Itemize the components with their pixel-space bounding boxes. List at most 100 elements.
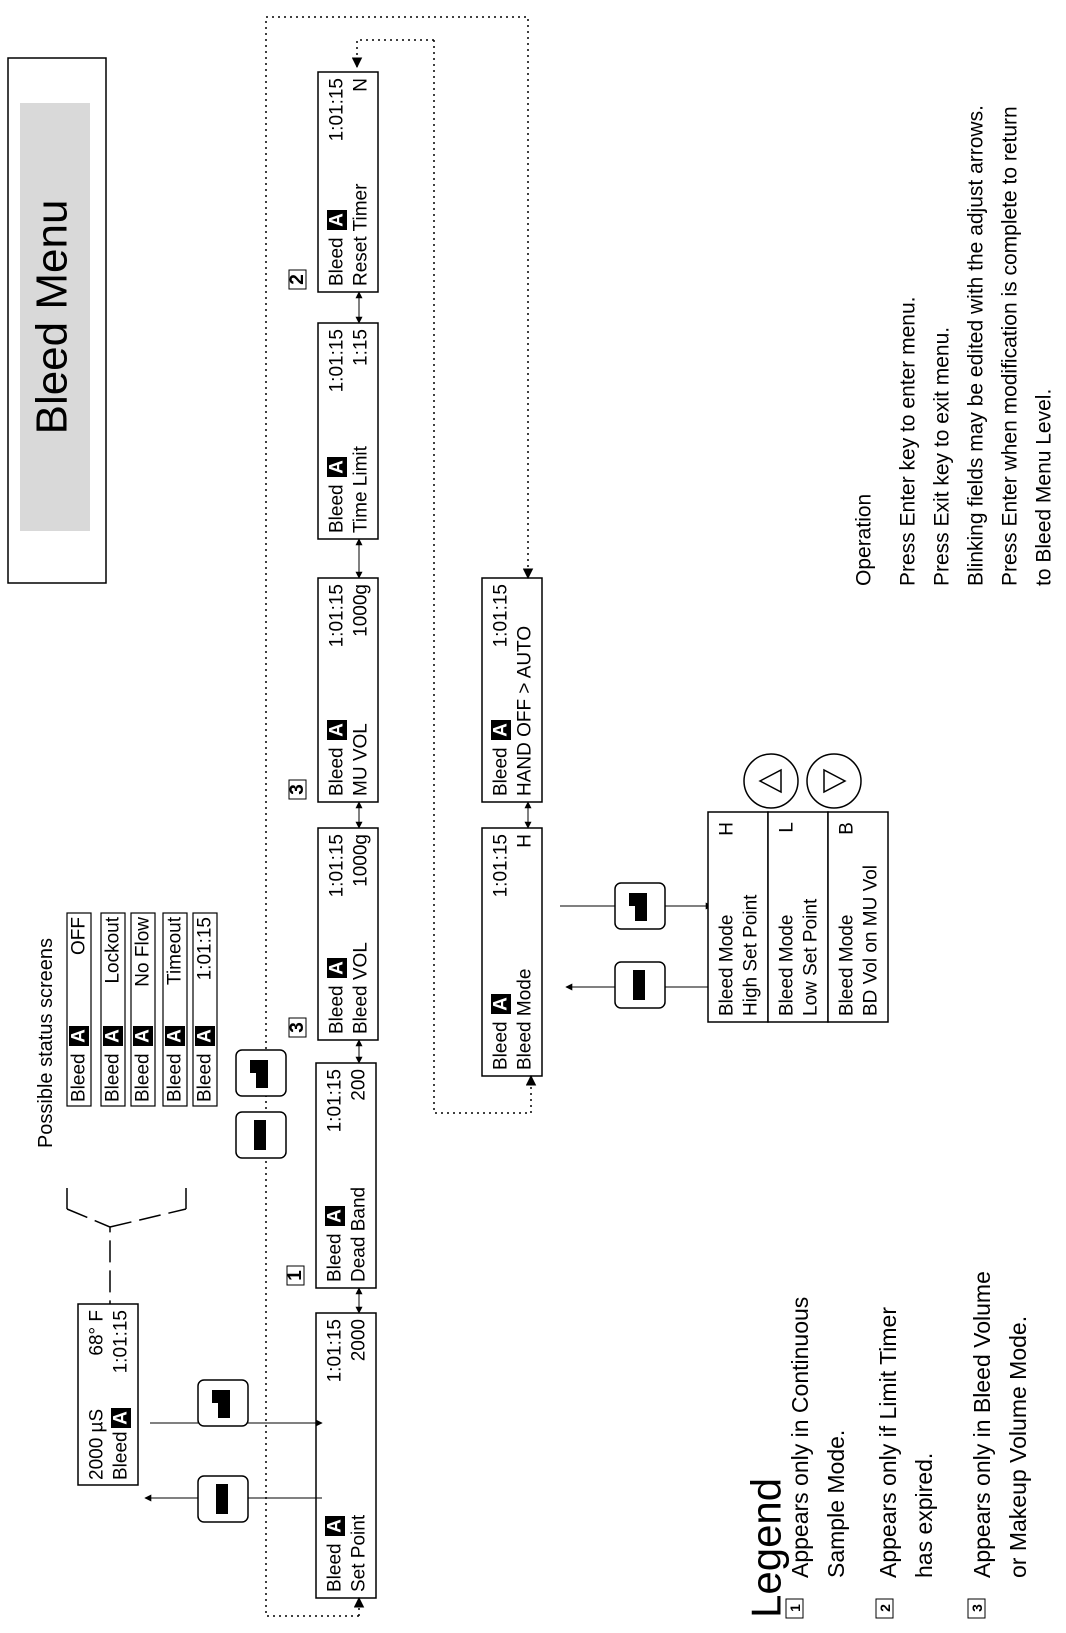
time-readout: 1:01:15 — [327, 329, 348, 392]
channel-badge: A — [491, 994, 512, 1014]
time-readout: 1:01:15 — [327, 834, 348, 897]
time-readout: 1:01:15 — [327, 584, 348, 647]
operation-line-4: Press Enter when modification is complet… — [999, 106, 1022, 586]
time-readout: 1:01:15 — [325, 1319, 346, 1382]
status-bracket — [66, 1188, 187, 1345]
parameter-name: Time Limit — [351, 445, 372, 533]
parameter-name: Bleed Mode — [515, 969, 536, 1070]
screen-label: Bleed — [325, 1543, 346, 1592]
mode-option-code: H — [717, 822, 738, 836]
parameter-name: Reset Timer — [351, 183, 372, 286]
screen-label: Bleed — [491, 1021, 512, 1070]
right-arrow-key-icon[interactable] — [806, 753, 862, 809]
operation-line-2: Press Exit key to exit menu. — [931, 327, 954, 586]
legend-marker: 1 — [787, 1604, 803, 1612]
status-label: Bleed — [69, 1053, 90, 1102]
parameter-value: 1000g — [351, 834, 372, 887]
channel-letter: A — [195, 1029, 216, 1043]
marker-number: 1 — [285, 1270, 306, 1281]
marker-number: 2 — [287, 274, 308, 285]
left-arrow-key-icon[interactable] — [743, 753, 799, 809]
legend-text: or Makeup Volume Mode. — [1005, 1316, 1031, 1578]
channel-badge: A — [195, 1026, 216, 1046]
screen-label: Bleed — [327, 985, 348, 1034]
time-readout: 1:01:15 — [325, 1069, 346, 1132]
enter-key-icon[interactable] — [235, 1049, 287, 1097]
channel-badge: A — [103, 1026, 124, 1046]
legend-text: Appears only in Continuous — [787, 1297, 813, 1578]
screen-label: Bleed — [327, 484, 348, 533]
legend-item: 3 Appears only in Bleed Volume or Makeup… — [967, 1271, 1031, 1619]
channel-letter: A — [165, 1029, 186, 1043]
legend-text: Appears only in Bleed Volume — [969, 1271, 995, 1578]
marker-number: 3 — [287, 1022, 308, 1033]
legend-heading: Legend — [743, 1478, 790, 1618]
channel-badge: A — [325, 1206, 346, 1226]
channel-badge: A — [133, 1026, 154, 1046]
enter-key-icon[interactable] — [197, 1379, 249, 1427]
channel-badge: A — [491, 720, 512, 740]
channel-letter: A — [327, 723, 348, 737]
channel-badge: A — [327, 958, 348, 978]
channel-letter: A — [103, 1029, 124, 1043]
mode-option-title: Bleed Mode — [777, 915, 798, 1016]
status-value: No Flow — [133, 917, 154, 987]
operation-heading: Operation — [853, 494, 876, 586]
channel-letter: A — [325, 1519, 346, 1533]
legend-text: has expired. — [911, 1453, 937, 1578]
legend-marker: 3 — [969, 1604, 985, 1612]
operation-line-5: to Bleed Menu Level. — [1033, 389, 1056, 586]
mode-option-description: Low Set Point — [801, 898, 822, 1016]
temperature-reading: 68° F — [87, 1310, 108, 1356]
channel-letter: A — [133, 1029, 154, 1043]
status-screen: Bleed A No Flow — [130, 912, 156, 1107]
exit-key-icon[interactable] — [235, 1111, 287, 1159]
channel-badge: A — [165, 1026, 186, 1046]
channel-letter: A — [327, 213, 348, 227]
channel-badge: A — [111, 1408, 132, 1428]
enter-key-icon[interactable] — [614, 882, 666, 930]
channel-letter: A — [325, 1209, 346, 1223]
marker-number: 3 — [287, 784, 308, 795]
status-screen: Bleed A 1:01:15 — [192, 912, 218, 1107]
legend-item: 2 Appears only if Limit Timer has expire… — [875, 1307, 937, 1619]
legend-marker: 2 — [877, 1604, 893, 1612]
screen-label: Bleed — [327, 747, 348, 796]
legend-marker: 2 — [287, 269, 308, 290]
bleed-mode-option[interactable]: Bleed Mode H High Set Point — [707, 811, 769, 1023]
status-label: Bleed — [195, 1053, 216, 1102]
conductivity-reading: 2000 µS — [87, 1409, 108, 1480]
exit-key-icon[interactable] — [197, 1475, 249, 1523]
channel-letter: A — [491, 723, 512, 737]
status-value: OFF — [69, 917, 90, 955]
parameter-name: HAND OFF > AUTO — [515, 626, 536, 796]
screen-label: Bleed — [491, 747, 512, 796]
status-label: Bleed — [133, 1053, 154, 1102]
mode-option-title: Bleed Mode — [717, 915, 738, 1016]
operation-line-1: Press Enter key to enter menu. — [897, 297, 920, 586]
parameter-name: Set Point — [349, 1514, 370, 1592]
parameter-value: 1:15 — [351, 329, 372, 366]
status-caption: Possible status screens — [35, 938, 57, 1148]
mode-option-code: B — [837, 822, 858, 835]
status-value: 1:01:15 — [195, 917, 216, 980]
parameter-value: 2000 — [349, 1319, 370, 1361]
legend-marker: 3 — [287, 779, 308, 800]
exit-key-icon[interactable] — [614, 961, 666, 1009]
mode-option-description: High Set Point — [741, 894, 762, 1016]
time-readout: 1:01:15 — [327, 78, 348, 141]
